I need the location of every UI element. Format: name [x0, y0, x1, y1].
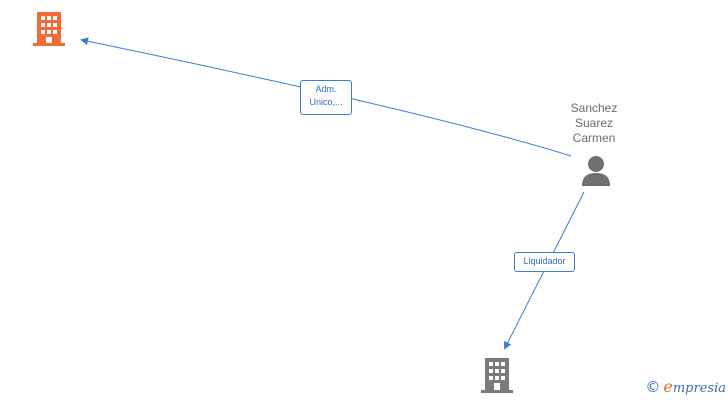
- building-icon: [481, 358, 513, 393]
- brand-logo: empresia: [663, 377, 726, 396]
- edge-adm-label-line-2: Unico,...: [309, 97, 343, 107]
- building-icon: [33, 12, 65, 46]
- edge-adm-label[interactable]: Adm. Unico,...: [300, 80, 352, 115]
- edge-liquidador-label[interactable]: Liquidador: [514, 252, 575, 272]
- edge-adm-line: [80, 37, 572, 157]
- person-name-label: Sanchez Suarez Carmen: [560, 101, 628, 146]
- copyright-icon: ©: [645, 377, 661, 396]
- top-company-node[interactable]: [33, 12, 65, 51]
- brand-logo-rest: mpresia: [672, 381, 726, 396]
- bottom-company-node[interactable]: [481, 358, 513, 398]
- brand-logo-initial: e: [663, 377, 673, 396]
- person-name-line-2: Suarez: [574, 116, 614, 130]
- empresia-watermark: © empresia: [645, 377, 726, 396]
- edge-adm-label-line-1: Adm.: [315, 84, 337, 94]
- person-name-line-3: Carmen: [572, 131, 616, 145]
- person-node[interactable]: [581, 155, 611, 192]
- edge-liquidador-label-text: Liquidador: [523, 256, 566, 266]
- person-name-line-1: Sanchez: [570, 101, 618, 115]
- person-icon: [582, 156, 610, 186]
